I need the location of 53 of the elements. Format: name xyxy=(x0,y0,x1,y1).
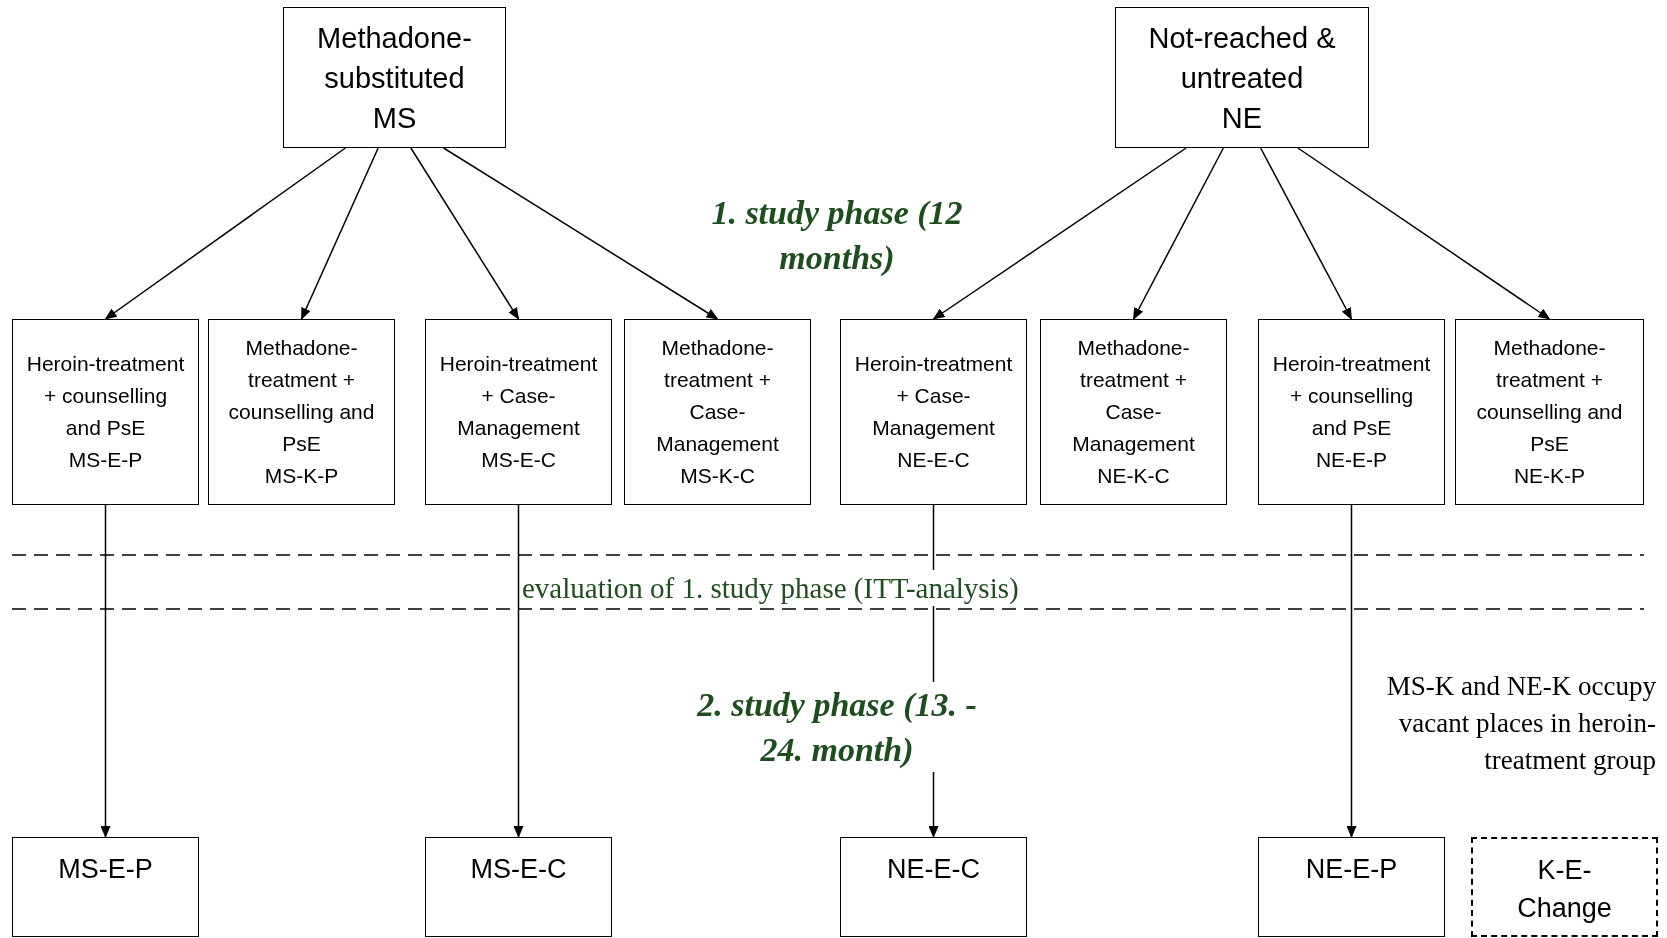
treatment-box xyxy=(840,319,1027,505)
evaluation-label: evaluation of 1. study phase (ITT-analysis) xyxy=(522,570,1019,606)
arrow xyxy=(932,147,1187,320)
box-text: NE xyxy=(1220,100,1264,136)
arrow xyxy=(1346,504,1357,838)
result-box xyxy=(1258,837,1445,937)
treatment-box xyxy=(425,319,612,505)
box-text: MS-K-C xyxy=(679,463,756,489)
box-text: MS-E-P xyxy=(67,447,144,473)
box-text: MS-E-C xyxy=(469,853,568,886)
arrow xyxy=(1259,147,1353,320)
box-text: NE-E-C xyxy=(896,447,971,473)
group-box xyxy=(283,7,506,148)
box-text: Methadone-substituted xyxy=(316,20,473,96)
treatment-box xyxy=(1455,319,1644,505)
change-box xyxy=(1471,837,1658,937)
box-text: Methadone-treatment + Case-Management xyxy=(655,335,780,457)
arrow xyxy=(104,147,347,320)
arrow xyxy=(100,504,111,838)
treatment-box xyxy=(12,319,199,505)
treatment-box xyxy=(208,319,395,505)
box-text: Methadone-treatment + counselling and PsE xyxy=(227,335,376,457)
box-text: Methadone-treatment + counselling and PsE xyxy=(1475,335,1624,457)
box-text: Heroin-treatment + Case-Management xyxy=(853,351,1014,441)
treatment-box xyxy=(1258,319,1445,505)
box-text: Heroin-treatment + Case-Management xyxy=(438,351,599,441)
box-text: MS-E-P xyxy=(57,853,154,886)
box-text: MS-E-C xyxy=(480,447,557,473)
result-box xyxy=(12,837,199,937)
arrow xyxy=(410,147,520,320)
result-box xyxy=(425,837,612,937)
arrow xyxy=(1297,147,1551,320)
box-text: MS-K-P xyxy=(263,463,340,489)
box-text: MS xyxy=(371,100,418,136)
box-text: NE-E-P xyxy=(1314,447,1389,473)
result-box xyxy=(840,837,1027,937)
box-text: Heroin-treatment + counselling and PsE xyxy=(1271,351,1432,441)
box-text: NE-E-C xyxy=(886,853,981,886)
arrow xyxy=(513,504,524,838)
note-text: MS-K and NE-K occupy vacant places in heroin-treatment group xyxy=(1385,670,1656,777)
arrow xyxy=(442,147,719,320)
box-text: Methadone-treatment + Case-Management xyxy=(1071,335,1196,457)
box-text: NE-K-C xyxy=(1096,463,1171,489)
arrow xyxy=(300,147,379,320)
box-text: NE-K-P xyxy=(1512,463,1587,489)
arrow xyxy=(1132,147,1225,320)
box-text: Not-reached & untreated xyxy=(1147,20,1337,96)
box-text: NE-E-P xyxy=(1304,853,1399,886)
treatment-box xyxy=(1040,319,1227,505)
box-text: K-E-Change xyxy=(1516,854,1613,925)
box-text: Heroin-treatment + counselling and PsE xyxy=(25,351,186,441)
group-box xyxy=(1115,7,1369,148)
treatment-box xyxy=(624,319,811,505)
